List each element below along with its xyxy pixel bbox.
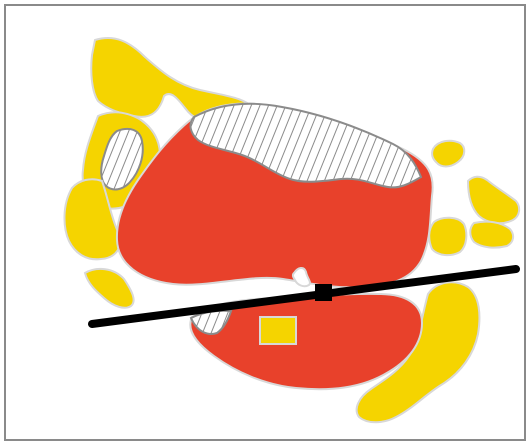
yellow-inner-square — [260, 317, 296, 344]
yellow-right-middle-left — [429, 218, 466, 255]
yellow-right-middle-right — [470, 222, 513, 248]
black-axis-marker — [315, 284, 332, 301]
yellow-right-top-small — [432, 141, 464, 167]
yellow-left-small-fragment — [85, 269, 134, 308]
yellow-right-upper — [468, 177, 519, 224]
